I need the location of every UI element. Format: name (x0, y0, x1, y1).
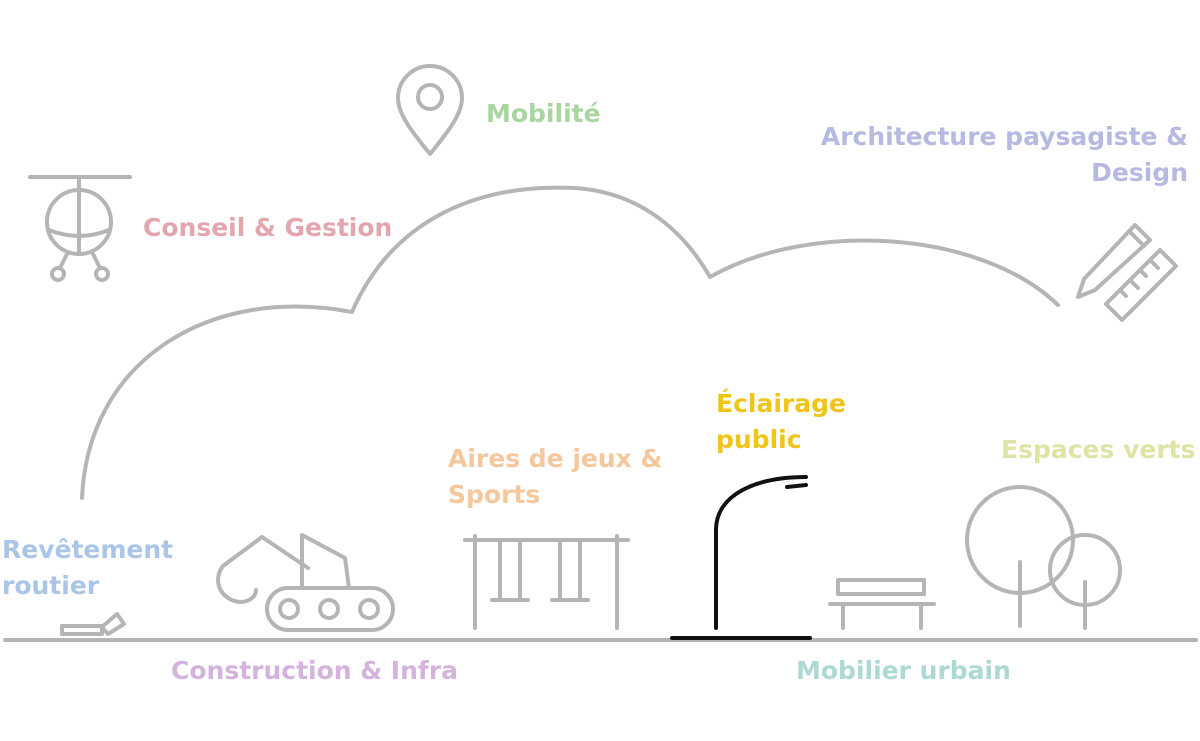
category-label-eclairage[interactable]: Éclairage public (716, 386, 846, 458)
street-lamp-icon[interactable] (670, 475, 812, 640)
category-label-line: Éclairage (716, 389, 846, 418)
category-label-conseil[interactable]: Conseil & Gestion (143, 210, 392, 246)
category-label-line: public (716, 425, 802, 454)
category-label-line: Conseil & Gestion (143, 213, 393, 242)
category-label-line: Sports (448, 480, 541, 509)
category-label-revetement[interactable]: Revêtement routier (2, 532, 173, 604)
category-label-mobilite[interactable]: Mobilité (486, 96, 601, 132)
pencil-ruler-icon[interactable] (1076, 223, 1178, 322)
helicopter-icon[interactable] (28, 175, 132, 282)
map-pin-icon[interactable] (396, 64, 464, 156)
bench-icon[interactable] (828, 578, 936, 630)
category-label-architecture[interactable]: Architecture paysagiste & Design (821, 119, 1188, 191)
excavator-icon[interactable] (216, 533, 395, 632)
category-label-line: Revêtement (2, 535, 174, 564)
category-label-line: Espaces verts (1001, 435, 1196, 464)
category-label-line: Mobilité (486, 99, 601, 128)
category-label-line: Architecture paysagiste & (820, 122, 1188, 151)
trees-icon[interactable] (965, 485, 1122, 630)
category-label-line: Construction & Infra (171, 656, 458, 685)
category-label-line: Design (1091, 158, 1188, 187)
category-label-line: Mobilier urbain (796, 656, 1011, 685)
category-label-espaces-verts[interactable]: Espaces verts (1001, 432, 1196, 468)
category-label-construction[interactable]: Construction & Infra (171, 653, 458, 689)
cloud-outline (80, 185, 1060, 500)
road-paving-icon[interactable] (60, 612, 126, 636)
category-label-line: Aires de jeux & (448, 444, 663, 473)
category-label-aires-de-jeux[interactable]: Aires de jeux & Sports (448, 441, 662, 513)
swing-set-icon[interactable] (463, 534, 630, 630)
category-label-line: routier (2, 571, 100, 600)
category-label-mobilier-urbain[interactable]: Mobilier urbain (796, 653, 1011, 689)
